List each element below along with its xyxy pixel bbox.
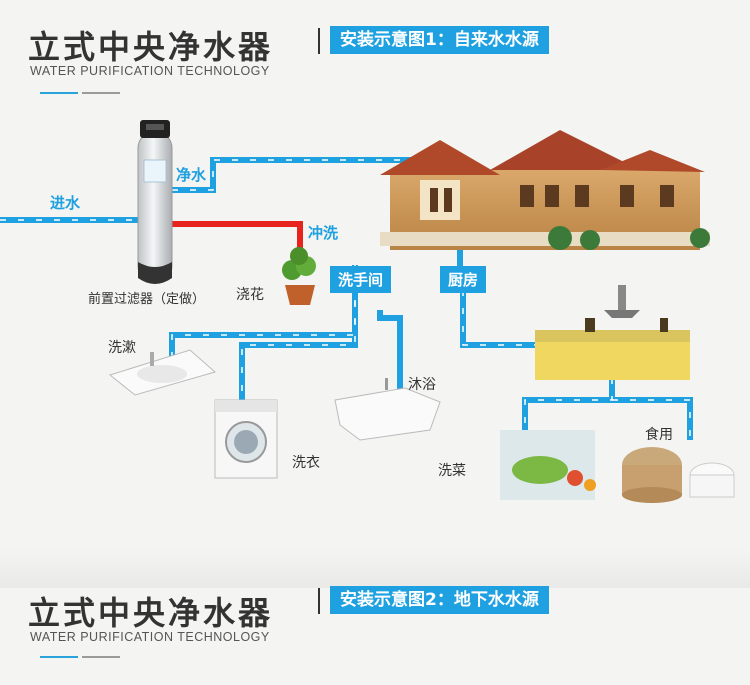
vegetable-washing <box>500 430 596 500</box>
title-underline-gray <box>82 92 120 94</box>
flush-pipe <box>172 221 303 258</box>
header-separator <box>318 28 320 54</box>
bathroom-label: 洗手间 <box>330 266 392 293</box>
eating-label: 食用 <box>645 427 673 443</box>
filter-label: 前置过滤器（定做） <box>88 292 206 307</box>
header-separator-2 <box>318 588 320 614</box>
range-hood <box>604 285 640 318</box>
wash-basin <box>108 349 217 396</box>
watering-label: 浇花 <box>236 287 264 303</box>
diagram-badge: 安装示意图1：自来水水源 <box>330 26 549 54</box>
shower-label: 沐浴 <box>408 377 436 393</box>
washing-machine <box>214 399 278 479</box>
page-title: 立式中央净水器 <box>28 28 274 66</box>
diagram-badge-2: 安装示意图2：地下水水源 <box>330 586 549 614</box>
kitchen-label: 厨房 <box>440 266 487 293</box>
page-subtitle-2: WATER PURIFICATION TECHNOLOGY <box>30 630 270 644</box>
title-underline-gray-2 <box>82 656 120 658</box>
bathtub <box>334 378 441 441</box>
flower-pot <box>282 247 316 305</box>
page-title-2: 立式中央净水器 <box>28 594 274 632</box>
filter-tank <box>137 120 173 284</box>
page-subtitle: WATER PURIFICATION TECHNOLOGY <box>30 64 270 78</box>
wash-basin-label: 洗漱 <box>108 340 136 356</box>
title-underline-blue-2 <box>40 656 78 658</box>
laundry-label: 洗衣 <box>292 455 320 471</box>
clean-water-label: 净水 <box>176 166 207 184</box>
section-divider <box>0 548 750 588</box>
villa-house <box>380 130 710 250</box>
rice-cooker <box>622 447 735 503</box>
kitchen-cabinet <box>535 318 690 380</box>
installation-diagram <box>0 120 735 503</box>
wash-veg-label: 洗菜 <box>438 463 466 479</box>
inlet-label: 进水 <box>50 194 81 212</box>
title-underline-blue <box>40 92 78 94</box>
flush-label: 冲洗 <box>308 224 339 242</box>
